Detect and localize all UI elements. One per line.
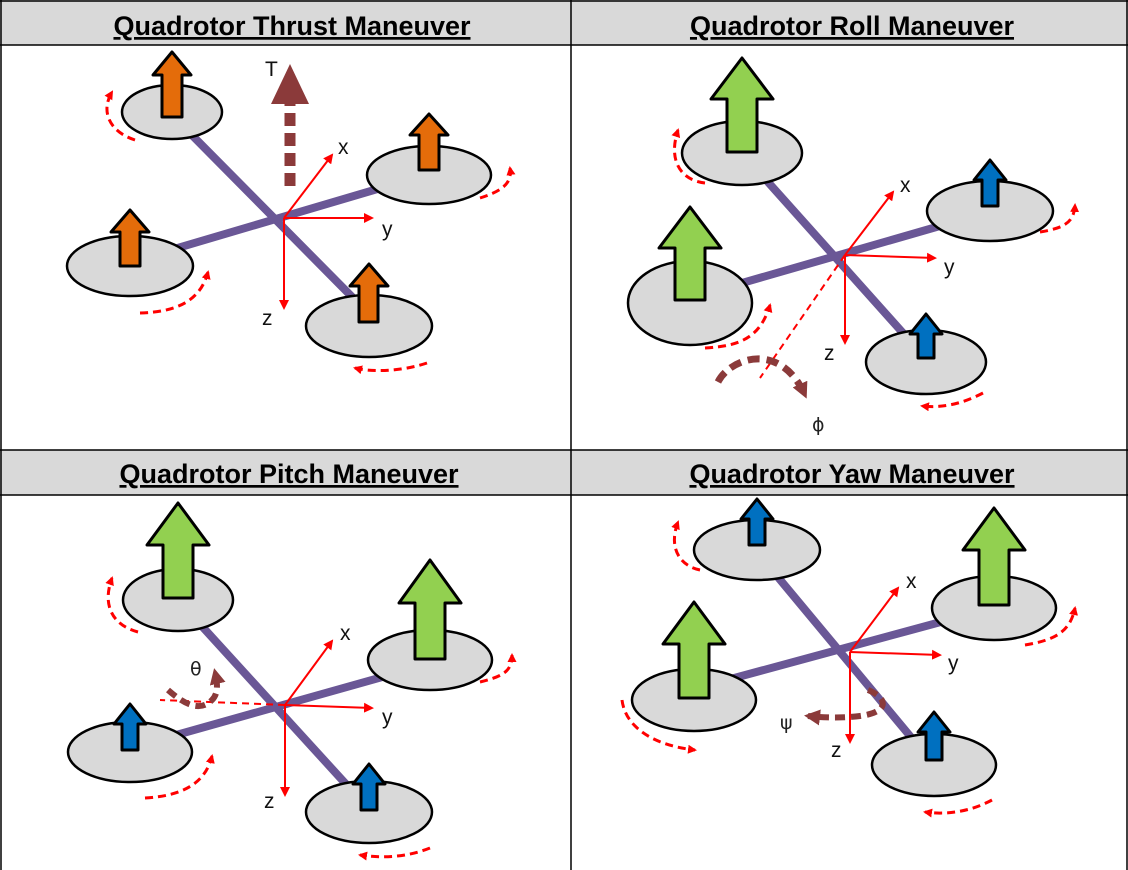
body-axes: [159, 639, 374, 797]
rotor-disc-icon: [626, 205, 754, 347]
axis-label-y: y: [944, 256, 955, 279]
yaw-rotation-arrow: [804, 687, 886, 726]
panel-thrust: x y z T: [65, 50, 516, 375]
rotor-disc-icon: [304, 262, 434, 359]
thrust-label-T: T: [265, 58, 278, 81]
curved-dashed-arrow-icon: [671, 128, 1080, 412]
panel-title-thrust: Quadrotor Thrust Maneuver: [113, 11, 471, 41]
rotor-disc-icon: [870, 710, 998, 798]
yaw-label-psi: ψ: [780, 712, 793, 734]
quadrotor-arms: [686, 548, 989, 764]
rotor-disc-icon: [630, 600, 758, 733]
rotor-disc-icon: [65, 208, 195, 298]
curved-dashed-arrow-icon: [105, 576, 517, 861]
curved-dashed-arrow-icon: [104, 90, 516, 375]
header-band-bottom: [0, 450, 1128, 495]
rotor-disc-icon: [366, 558, 494, 692]
rotor-disc-icon: [680, 56, 804, 187]
thrust-direction-arrow: [271, 64, 309, 186]
panel-roll: x y z ϕ: [626, 56, 1080, 436]
rotor-disc-icon: [121, 501, 235, 633]
axis-label-x: x: [338, 136, 349, 159]
body-axes: [759, 190, 937, 379]
rotor-disc-icon: [864, 312, 988, 396]
roll-label-phi: ϕ: [812, 414, 825, 436]
axis-label-z: z: [824, 342, 835, 365]
axis-label-z: z: [262, 307, 273, 330]
rotor-disc-icon: [692, 497, 822, 582]
axis-label-x: x: [900, 174, 911, 197]
rotor-disc-icon: [930, 506, 1058, 642]
rotor-disc-icon: [120, 50, 224, 141]
panel-yaw: x y z ψ: [620, 497, 1078, 818]
panel-pitch: x y z θ: [66, 501, 517, 861]
axis-label-y: y: [382, 218, 393, 241]
header-band-top: [0, 0, 1128, 45]
panel-title-yaw: Quadrotor Yaw Maneuver: [689, 459, 1015, 489]
body-axes: [845, 586, 942, 744]
axis-label-y: y: [382, 706, 393, 729]
rotor-disc-icon: [925, 158, 1055, 243]
body-axes: [279, 153, 374, 310]
curved-dashed-arrow-icon: [620, 520, 1078, 818]
axis-label-y: y: [948, 652, 959, 675]
rotor-disc-icon: [365, 112, 493, 206]
panel-title-pitch: Quadrotor Pitch Maneuver: [119, 459, 459, 489]
panel-title-roll: Quadrotor Roll Maneuver: [690, 11, 1015, 41]
axis-label-x: x: [906, 570, 917, 593]
axis-label-z: z: [831, 739, 842, 762]
axis-label-z: z: [264, 790, 275, 813]
pitch-rotation-arrow: [166, 668, 226, 710]
axis-label-x: x: [340, 622, 351, 645]
rotor-disc-icon: [304, 762, 434, 845]
rotor-disc-icon: [66, 702, 194, 784]
roll-rotation-arrow: [714, 355, 809, 399]
pitch-label-theta: θ: [190, 658, 202, 680]
